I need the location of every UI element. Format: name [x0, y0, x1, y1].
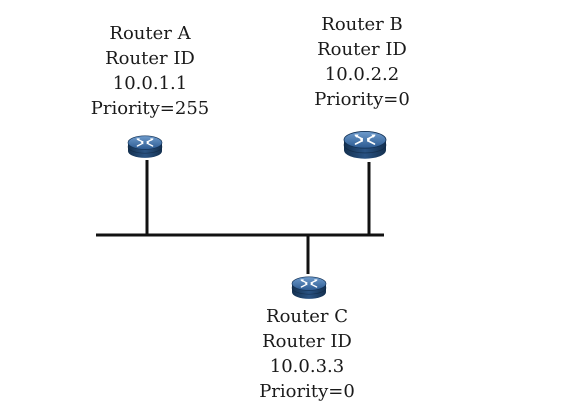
router-c-id-value: 10.0.3.3	[269, 356, 345, 377]
router-a-label: Router A Router ID 10.0.1.1 Priority=255	[75, 21, 225, 121]
router-a-id-label: Router ID	[105, 48, 195, 69]
router-c-label: Router C Router ID 10.0.3.3 Priority=0	[232, 304, 382, 404]
router-b-label: Router B Router ID 10.0.2.2 Priority=0	[287, 12, 437, 112]
router-a-name: Router A	[109, 23, 191, 44]
router-b-id-value: 10.0.2.2	[324, 64, 400, 85]
router-a-id-value: 10.0.1.1	[112, 73, 188, 94]
router-c-name: Router C	[266, 306, 348, 327]
router-b-id-label: Router ID	[317, 39, 407, 60]
router-c-id-label: Router ID	[262, 331, 352, 352]
router-b-priority: Priority=0	[314, 89, 410, 110]
router-a-icon	[127, 135, 163, 159]
router-a-priority: Priority=255	[90, 98, 210, 119]
router-b-name: Router B	[321, 14, 403, 35]
router-c-priority: Priority=0	[259, 381, 355, 402]
router-b-icon	[343, 130, 387, 160]
router-c-icon	[291, 276, 327, 300]
